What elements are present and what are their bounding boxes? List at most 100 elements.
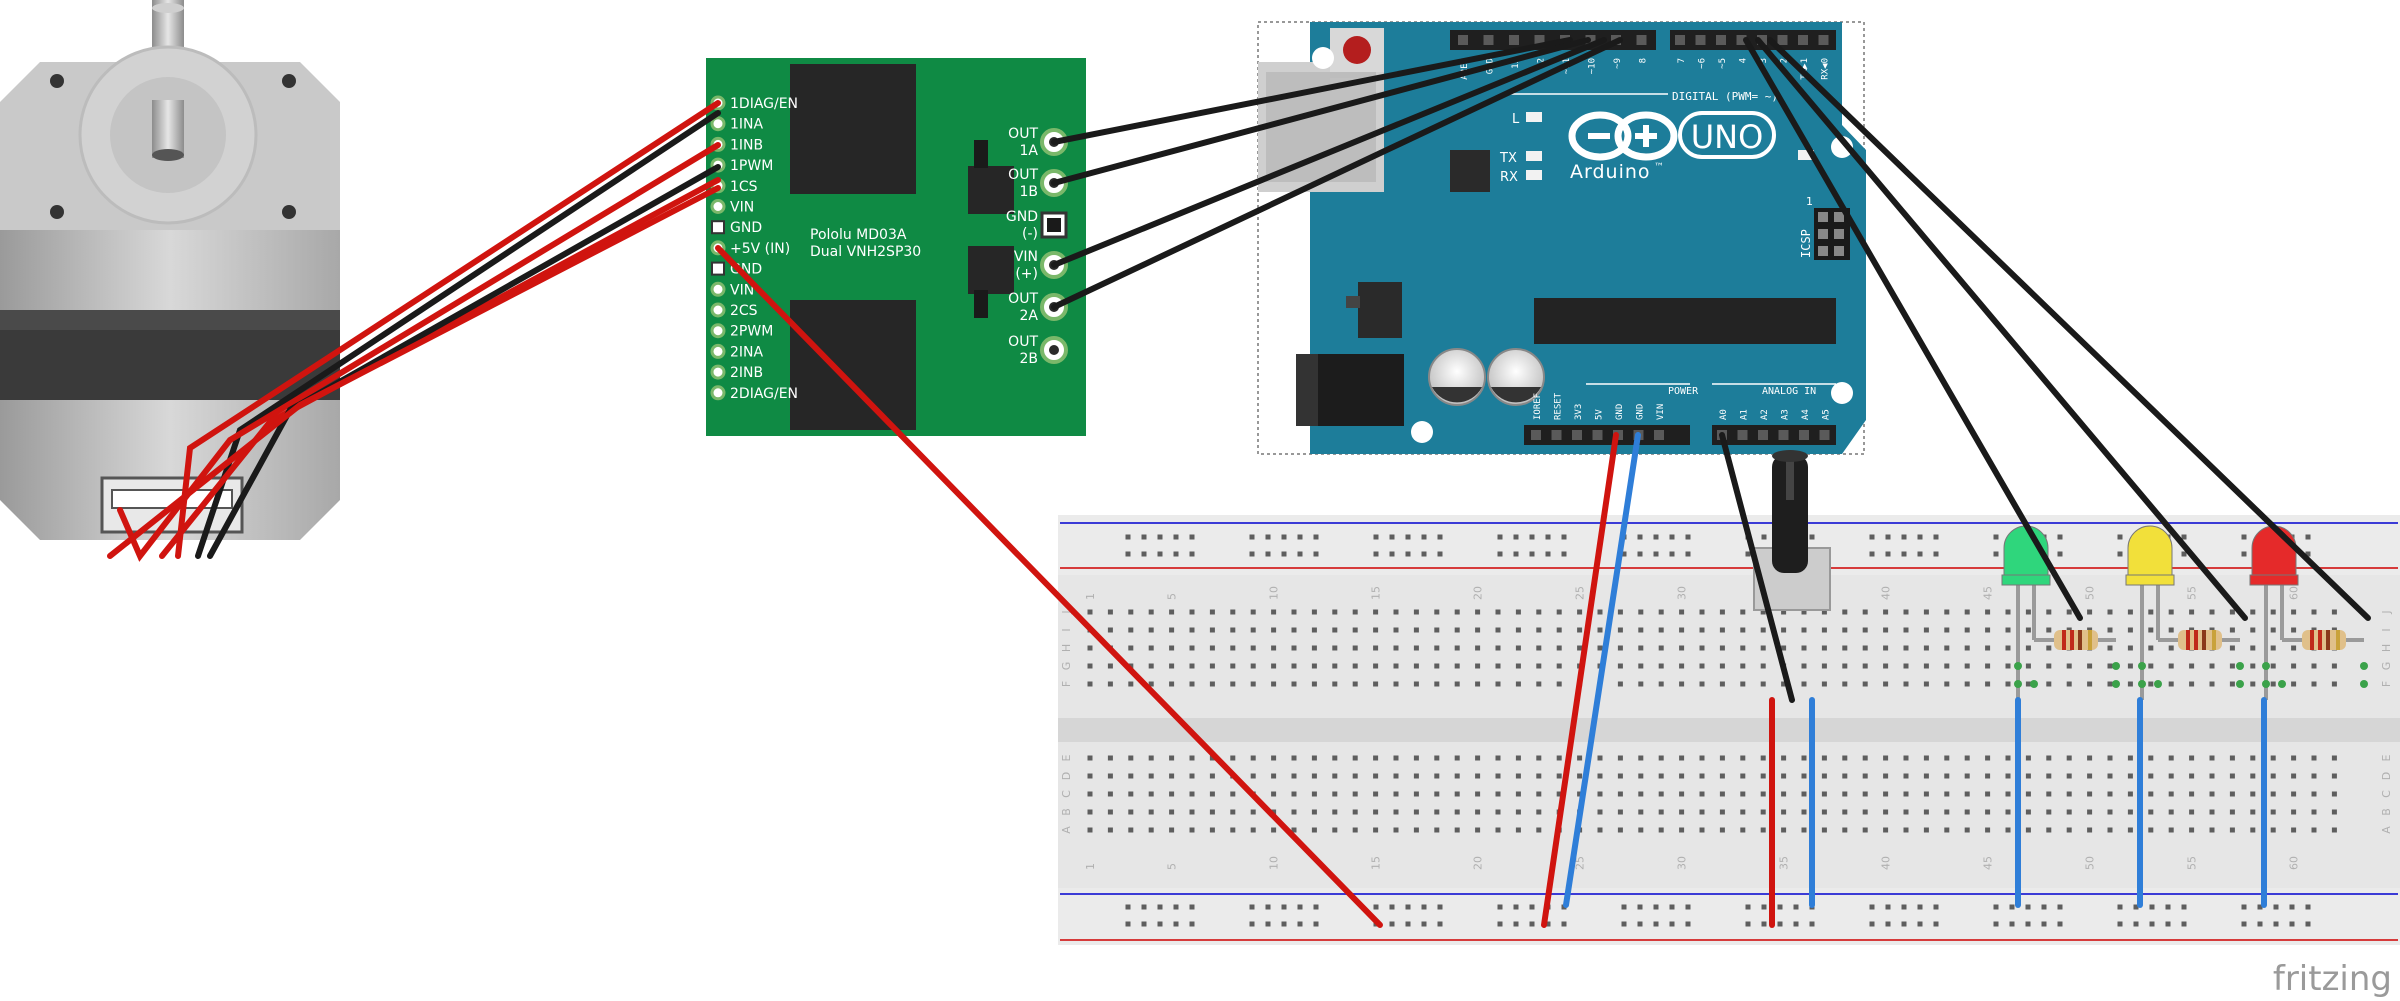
driver-pin-hole[interactable] <box>711 261 725 276</box>
rail-hole[interactable] <box>1669 551 1675 557</box>
breadboard-hole[interactable] <box>2107 809 2113 815</box>
header-pin[interactable] <box>1778 430 1789 440</box>
breadboard-hole[interactable] <box>2168 827 2174 833</box>
rail-hole[interactable] <box>1637 534 1643 540</box>
breadboard-hole[interactable] <box>1556 681 1562 687</box>
breadboard-hole[interactable] <box>1311 627 1317 633</box>
breadboard-hole[interactable] <box>1964 791 1970 797</box>
breadboard-hole[interactable] <box>1801 827 1807 833</box>
resistor[interactable] <box>2158 630 2240 650</box>
rail-hole[interactable] <box>1529 534 1535 540</box>
breadboard-hole[interactable] <box>2066 791 2072 797</box>
potentiometer[interactable] <box>1753 450 1831 611</box>
breadboard-hole[interactable] <box>1291 663 1297 669</box>
breadboard-hole[interactable] <box>2291 791 2297 797</box>
breadboard-hole[interactable] <box>1393 609 1399 615</box>
breadboard-hole[interactable] <box>1699 827 1705 833</box>
breadboard-hole[interactable] <box>1291 809 1297 815</box>
breadboard-hole[interactable] <box>1393 827 1399 833</box>
breadboard-hole[interactable] <box>1189 773 1195 779</box>
breadboard-hole[interactable] <box>2331 773 2337 779</box>
breadboard-hole[interactable] <box>2168 681 2174 687</box>
breadboard-hole[interactable] <box>2025 609 2031 615</box>
rail-hole[interactable] <box>1125 921 1131 927</box>
breadboard-hole[interactable] <box>1617 609 1623 615</box>
rail-hole[interactable] <box>1265 921 1271 927</box>
breadboard-hole[interactable] <box>1454 827 1460 833</box>
header-pin[interactable] <box>1483 35 1494 45</box>
rail-hole[interactable] <box>1545 921 1551 927</box>
breadboard-hole[interactable] <box>1842 773 1848 779</box>
breadboard-hole[interactable] <box>1148 663 1154 669</box>
rail-hole[interactable] <box>1189 904 1195 910</box>
breadboard-hole[interactable] <box>1556 663 1562 669</box>
rail-hole[interactable] <box>2117 921 2123 927</box>
breadboard-hole[interactable] <box>2229 627 2235 633</box>
breadboard-hole[interactable] <box>1169 681 1175 687</box>
breadboard-hole[interactable] <box>1128 609 1134 615</box>
rail-hole[interactable] <box>1993 551 1999 557</box>
breadboard-hole[interactable] <box>1475 773 1481 779</box>
breadboard-hole[interactable] <box>1536 827 1542 833</box>
breadboard-hole[interactable] <box>2311 663 2317 669</box>
breadboard-hole[interactable] <box>1311 645 1317 651</box>
breadboard-hole[interactable] <box>1597 645 1603 651</box>
rail-hole[interactable] <box>1933 904 1939 910</box>
breadboard-hole[interactable] <box>1781 627 1787 633</box>
breadboard-hole[interactable] <box>2066 773 2072 779</box>
breadboard-hole[interactable] <box>1087 681 1093 687</box>
breadboard-hole[interactable] <box>1658 609 1664 615</box>
rail-hole[interactable] <box>1437 921 1443 927</box>
breadboard-hole[interactable] <box>1189 791 1195 797</box>
rail-hole[interactable] <box>2181 551 2187 557</box>
breadboard-hole[interactable] <box>1638 827 1644 833</box>
rail-hole[interactable] <box>1157 551 1163 557</box>
breadboard-hole[interactable] <box>1536 645 1542 651</box>
breadboard-hole[interactable] <box>1128 681 1134 687</box>
breadboard-hole[interactable] <box>1352 627 1358 633</box>
breadboard-hole[interactable] <box>1373 627 1379 633</box>
breadboard-hole[interactable] <box>1434 791 1440 797</box>
breadboard-hole[interactable] <box>2046 827 2052 833</box>
breadboard-hole[interactable] <box>1985 663 1991 669</box>
wire-black[interactable] <box>1719 432 1795 703</box>
breadboard-hole[interactable] <box>1985 791 1991 797</box>
breadboard-hole[interactable] <box>2005 609 2011 615</box>
breadboard-hole[interactable] <box>1250 663 1256 669</box>
rail-hole[interactable] <box>1281 921 1287 927</box>
rail-hole[interactable] <box>1933 921 1939 927</box>
breadboard-hole[interactable] <box>1740 627 1746 633</box>
rail-hole[interactable] <box>1809 921 1815 927</box>
breadboard-hole[interactable] <box>2046 681 2052 687</box>
rail-hole[interactable] <box>1389 904 1395 910</box>
breadboard-hole[interactable] <box>1454 755 1460 761</box>
header-pin[interactable] <box>1534 35 1545 45</box>
breadboard-hole[interactable] <box>2087 681 2093 687</box>
breadboard-hole[interactable] <box>1148 645 1154 651</box>
breadboard-hole[interactable] <box>2046 773 2052 779</box>
rail-hole[interactable] <box>1189 551 1195 557</box>
breadboard-hole[interactable] <box>1515 681 1521 687</box>
breadboard-hole[interactable] <box>1230 645 1236 651</box>
rail-hole[interactable] <box>1669 534 1675 540</box>
breadboard-hole[interactable] <box>1638 773 1644 779</box>
rail-hole[interactable] <box>1621 551 1627 557</box>
breadboard-hole[interactable] <box>1760 791 1766 797</box>
breadboard-hole[interactable] <box>2005 755 2011 761</box>
breadboard-hole[interactable] <box>1209 755 1215 761</box>
header-pin[interactable] <box>1551 430 1562 440</box>
breadboard-hole[interactable] <box>1985 609 1991 615</box>
rail-hole[interactable] <box>1141 551 1147 557</box>
rail-hole[interactable] <box>1637 904 1643 910</box>
breadboard-hole[interactable] <box>1271 827 1277 833</box>
breadboard-hole[interactable] <box>1271 773 1277 779</box>
breadboard-hole[interactable] <box>1393 791 1399 797</box>
breadboard-hole[interactable] <box>1128 827 1134 833</box>
rail-hole[interactable] <box>1173 551 1179 557</box>
rail-hole[interactable] <box>2181 921 2187 927</box>
breadboard-hole[interactable] <box>2025 773 2031 779</box>
wire-black[interactable] <box>1051 37 1591 186</box>
breadboard-hole[interactable] <box>2025 755 2031 761</box>
header-pin[interactable] <box>1716 35 1726 45</box>
breadboard-hole[interactable] <box>1821 791 1827 797</box>
